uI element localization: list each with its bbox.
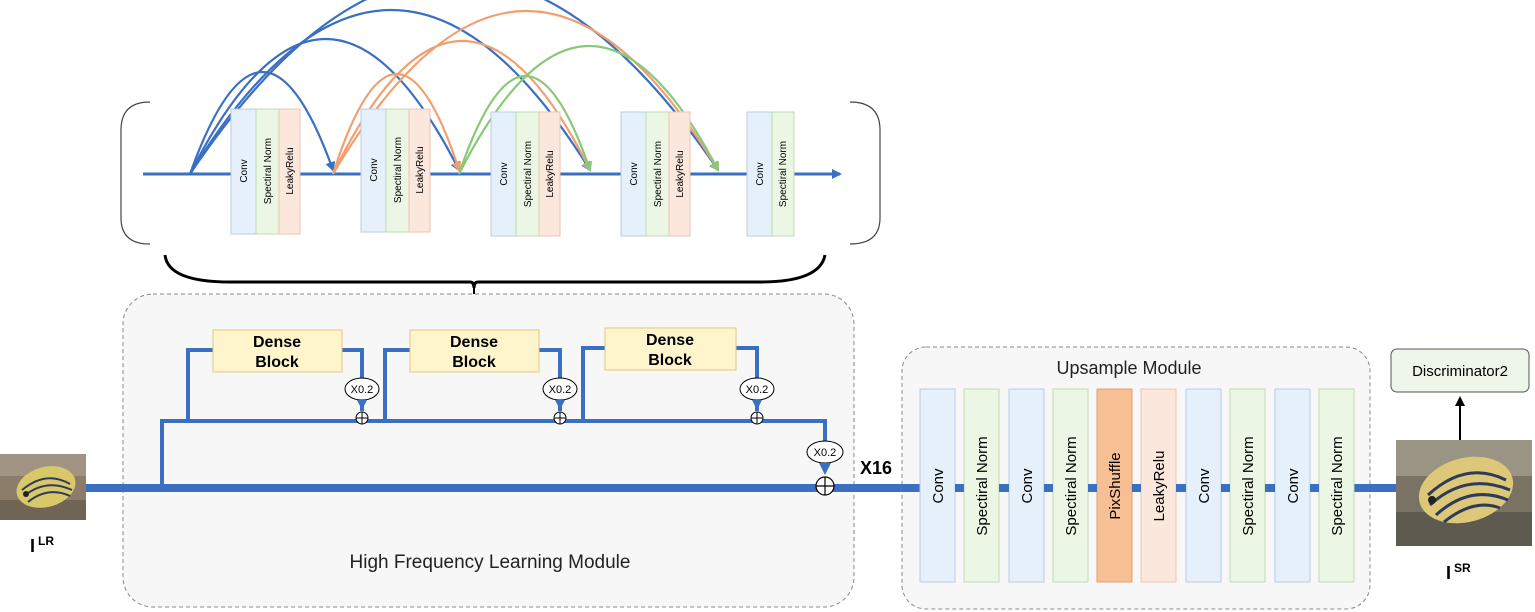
input-image: I LR (0, 454, 86, 556)
dense-block-label-2: Block (255, 354, 299, 371)
conv-label: Conv (629, 162, 640, 185)
conv-layer (360, 108, 388, 233)
leakyrelu-label: LeakyRelu (675, 150, 686, 197)
up-label-6: LeakyRelu (1151, 451, 1168, 522)
dense-layer-group-2: Conv Spectiral Norm LeakyRelu (360, 108, 431, 233)
up-label-3: Conv (1019, 468, 1036, 504)
up-label-7: Conv (1196, 468, 1213, 504)
scale-node-1: X0.2 (344, 377, 380, 410)
scale-label: X0.2 (814, 447, 837, 459)
dense-block-label-2: Block (648, 352, 692, 369)
dense-layer-group-1: Conv Spectiral Norm LeakyRelu (230, 108, 301, 235)
up-label-10: Spectiral Norm (1329, 436, 1346, 535)
leakyrelu-label: LeakyRelu (285, 147, 296, 194)
scale-node-2: X0.2 (542, 377, 578, 410)
conv-label: Conv (239, 159, 250, 182)
dense-layer-group-5: Conv Spectiral Norm (746, 111, 795, 237)
hf-module-label: High Frequency Learning Module (350, 552, 631, 573)
high-frequency-module: High Frequency Learning Module Dense Blo… (86, 293, 1396, 608)
adder-3 (750, 411, 764, 425)
dense-block-3: Dense Block (604, 327, 737, 371)
spectral-norm-label: Spectiral Norm (778, 141, 789, 207)
conv-layer (620, 111, 648, 237)
dense-block-label-2: Block (452, 354, 496, 371)
up-conv-2 (1008, 388, 1045, 583)
scale-label: X0.2 (549, 384, 572, 396)
dense-block-1: Dense Block (212, 329, 343, 373)
spectral-norm-layer (771, 111, 795, 237)
up-label-4: Spectiral Norm (1063, 436, 1080, 535)
spectral-norm-layer (515, 111, 541, 237)
leakyrelu-layer (278, 108, 301, 235)
up-label-8: Spectiral Norm (1240, 436, 1257, 535)
scale-label: X0.2 (351, 384, 374, 396)
dense-layer-group-3: Conv Spectiral Norm LeakyRelu (490, 111, 561, 237)
dense-block-2: Dense Block (409, 329, 540, 373)
spectral-norm-label: Spectiral Norm (523, 141, 534, 207)
dense-block-label-1: Dense (646, 332, 694, 349)
leakyrelu-label: LeakyRelu (545, 150, 556, 197)
adder-1 (355, 411, 369, 425)
leakyrelu-layer (538, 111, 561, 237)
input-label-sup: LR (38, 534, 54, 548)
scale-label: X0.2 (746, 384, 769, 396)
up-spectral-norm-4 (1318, 388, 1355, 583)
up-label-1: Conv (930, 468, 947, 504)
pixshuffle-layer (1096, 388, 1133, 583)
scale-node-3: X0.2 (739, 377, 775, 410)
up-label-5: PixShuffle (1107, 452, 1124, 519)
conv-label: Conv (499, 162, 510, 185)
scale-node-4: X0.2 (806, 440, 844, 475)
up-label-9: Conv (1285, 468, 1302, 504)
output-label: I (1446, 563, 1451, 583)
up-label-2: Spectiral Norm (974, 436, 991, 535)
leakyrelu-layer (408, 108, 431, 233)
adder-main (815, 476, 835, 496)
dense-block-detail: Conv Spectiral Norm LeakyRelu Conv Spect… (120, 0, 881, 330)
dense-layer-group-4: Conv Spectiral Norm LeakyRelu (620, 111, 691, 237)
input-label: I (30, 536, 35, 556)
spectral-norm-label: Spectiral Norm (393, 137, 404, 203)
repeat-label: X16 (860, 458, 892, 478)
output-label-sup: SR (1454, 561, 1471, 575)
leakyrelu-layer (668, 111, 691, 237)
upsample-module-label: Upsample Module (1056, 358, 1201, 378)
up-conv-4 (1274, 388, 1311, 583)
spectral-norm-label: Spectiral Norm (653, 141, 664, 207)
conv-label: Conv (369, 158, 380, 181)
conv-label: Conv (755, 162, 766, 185)
spectral-norm-layer (255, 108, 281, 235)
discriminator-label: Discriminator2 (1412, 363, 1508, 380)
upsample-module: Upsample Module Conv Spectiral Norm Conv… (901, 346, 1396, 610)
discriminator-box: Discriminator2 (1390, 348, 1530, 440)
dense-block-label-1: Dense (253, 334, 301, 351)
spectral-norm-label: Spectiral Norm (263, 138, 274, 204)
dense-block-label-1: Dense (450, 334, 498, 351)
output-image: I SR (1396, 440, 1532, 583)
up-leakyrelu (1140, 388, 1177, 583)
up-conv-1 (919, 388, 956, 583)
leakyrelu-label: LeakyRelu (415, 146, 426, 193)
adder-2 (553, 411, 567, 425)
